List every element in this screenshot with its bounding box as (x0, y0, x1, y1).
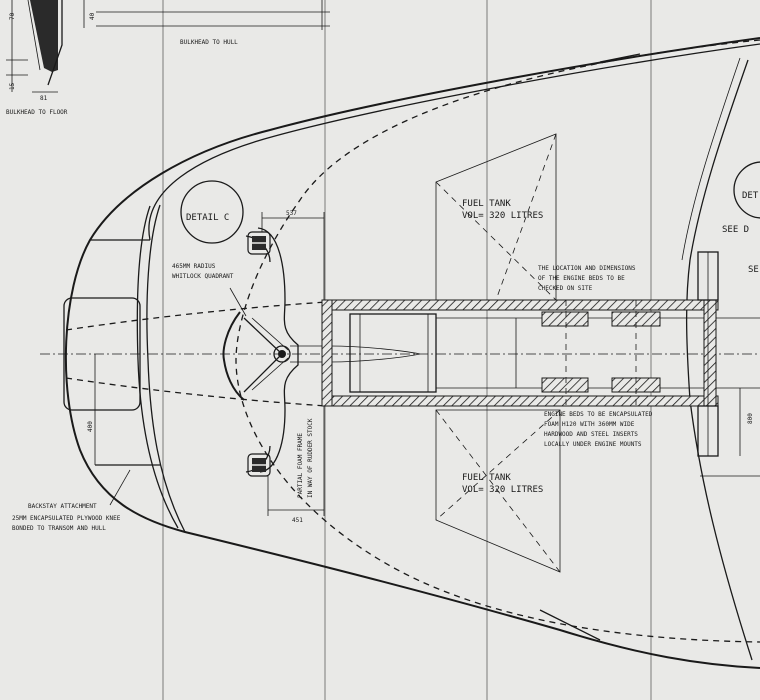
hull-segment (599, 53, 641, 63)
engine-bed-lower (541, 377, 661, 393)
detail-right-circle (733, 161, 760, 219)
engine-beds-label-4: LOCALLY UNDER ENGINE MOUNTS (544, 441, 642, 448)
backstay-knee-lines (90, 239, 160, 466)
engine-beds-label-2: FOAM H120 WITH 360MM WIDE (544, 421, 635, 428)
gearbox-block (349, 313, 437, 393)
fuel-tank-top-title: FUEL TANK (462, 199, 511, 209)
quadrant-arms (243, 317, 283, 393)
dashed-guide-lower (65, 377, 327, 407)
engine-location-label-3: CHECKED ON SITE (538, 285, 593, 292)
deck-curve-inner (681, 57, 741, 261)
bulkhead-detail: 70 15 81 40 BULKHEAD TO HULL BULKHEAD TO… (6, 0, 330, 116)
deck-curve (685, 59, 753, 661)
backstay-leader (109, 469, 131, 506)
bulkhead-frame-right (697, 251, 760, 477)
bulkhead-outline (47, 0, 63, 86)
fuel-tank-bottom: FUEL TANK VOL= 320 LITRES (435, 409, 561, 573)
engine-location-label-2: OF THE ENGINE BEDS TO BE (538, 275, 625, 282)
dim-label: 15 (9, 82, 16, 90)
engine-bay (321, 299, 760, 410)
dim-451: 451 (292, 517, 303, 524)
sheave-top (247, 231, 271, 255)
section-label: SE (748, 265, 759, 275)
detail-c-label: DETAIL C (186, 213, 229, 223)
engine-beds-label-3: HARDWOOD AND STEEL INSERTS (544, 431, 638, 438)
dim-400: 400 (87, 421, 94, 432)
backstay-label-2: 25MM ENCAPSULATED PLYWOOD KNEE (12, 515, 121, 522)
hull-outline (64, 37, 760, 669)
dimensions: 537 451 400 800 (87, 210, 754, 524)
engine-location-label-1: THE LOCATION AND DIMENSIONS (538, 265, 636, 272)
fuel-tank-top-volume: VOL= 320 LITRES (462, 211, 543, 221)
hull-inner-line (148, 43, 760, 241)
rudder-stock-ring (273, 345, 291, 363)
engine-bay-wall-fwd (703, 299, 717, 407)
rudder-quadrant (222, 227, 421, 477)
quadrant-frame (257, 227, 299, 473)
transom-line (146, 204, 186, 533)
fuel-tank-top-diagonals (435, 133, 557, 301)
backstay-label-1: BACKSTAY ATTACHMENT (28, 503, 97, 510)
dim-537: 537 (286, 210, 297, 217)
backstay-label-3: BONDED TO TRANSOM AND HULL (12, 525, 106, 532)
engine-bed-upper (541, 311, 661, 327)
dim-label: 40 (89, 12, 96, 20)
quadrant-label-2: WHITLOCK QUADRANT (172, 273, 234, 280)
fuel-tank-bottom-diagonals (435, 409, 561, 573)
detail-c-circle (180, 180, 244, 244)
transom-line-inner (136, 205, 179, 529)
dashed-guide-upper (65, 301, 327, 331)
see-detail-label: SEE D (722, 225, 749, 235)
foam-frame-label-1: PARTIAL FOAM FRAME (297, 433, 304, 498)
quadrant-arms-inner (251, 317, 289, 391)
leader-line (229, 287, 247, 317)
quadrant-arc (222, 311, 245, 401)
dim-800: 800 (747, 413, 754, 424)
engine-bay-wall-aft (321, 299, 333, 407)
engine-bay-wall-top (321, 299, 719, 311)
sheave-bottom (247, 453, 271, 477)
quadrant-label-1: 465MM RADIUS (172, 263, 216, 270)
bulkhead-section (30, 0, 58, 72)
tiller-arm (290, 345, 421, 363)
detail-right-label: DET (742, 191, 759, 201)
fuel-tank-bottom-volume: VOL= 320 LITRES (462, 485, 543, 495)
bulkhead-outline (27, 0, 41, 71)
rudder-stock (278, 350, 286, 358)
fuel-tank-bottom-title: FUEL TANK (462, 473, 511, 483)
dashed-guides (40, 39, 760, 643)
bulkhead-to-hull-label: BULKHEAD TO HULL (180, 39, 238, 46)
hull (63, 37, 760, 669)
engine-bay-wall-bottom (321, 395, 719, 407)
dim-label: 70 (9, 12, 16, 20)
foam-frame-label-2: IN WAY OF RUDDER STOCK (307, 418, 314, 498)
bulkhead-to-floor-label: BULKHEAD TO FLOOR (6, 109, 68, 116)
annotations: 465MM RADIUS WHITLOCK QUADRANT PARTIAL F… (12, 263, 653, 532)
dim-label: 81 (40, 95, 48, 102)
hull-segment (539, 609, 601, 641)
dashed-inner-hull (235, 39, 760, 643)
fuel-tank-bottom-outline (435, 409, 561, 573)
engine-beds-label-1: ENGINE BEDS TO BE ENCAPSULATED (544, 411, 653, 418)
